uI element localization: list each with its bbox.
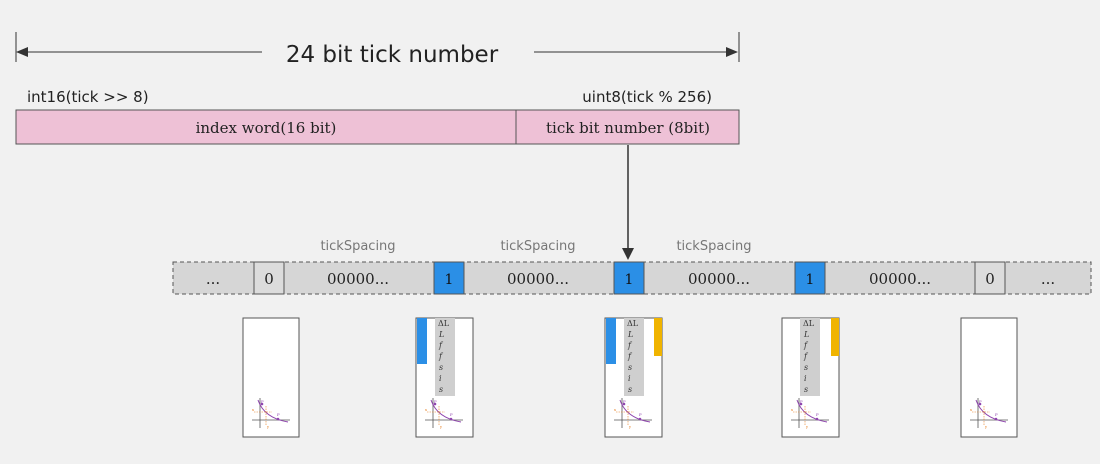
bitmap-run-4: 00000... [869,270,931,288]
tick-bit-label: tick bit number (8bit) [546,119,710,137]
tick-bit-field [515,109,740,145]
tick-card-3 [604,317,663,438]
header-title: 24 bit tick number [286,42,499,68]
right-formula: uint8(tick % 256) [582,88,712,106]
tick-card-4-params [800,318,820,396]
tick-card-3-yellow-bar [654,318,662,356]
left-formula: int16(tick >> 8) [27,88,149,106]
bitmap-bit-1-a-label: 1 [445,272,454,288]
tick-card-1 [242,317,300,438]
bitmap-run-3: 00000... [688,270,750,288]
pointer-arrowhead [622,248,634,260]
tick-card-3-blue-bar [606,318,616,364]
spacing-label-3: tickSpacing [676,239,751,254]
bitmap-run-1: 00000... [327,270,389,288]
bitmap-cell-ellipsis-right: ... [1041,270,1055,288]
tick-card-2 [415,317,474,438]
index-word-label: index word(16 bit) [196,119,337,137]
tick-card-4 [781,317,840,438]
bitmap-bit-1-c-label: 1 [806,272,815,288]
tick-card-4-yellow-bar [831,318,839,356]
tick-card-3-params [624,318,644,396]
spacing-label-1: tickSpacing [320,239,395,254]
spacing-label-2: tickSpacing [500,239,575,254]
bitmap-bit-0-right-label: 0 [985,270,995,288]
tick-card-2-blue-bar [417,318,427,364]
bitmap-run-2: 00000... [507,270,569,288]
index-word-field [15,109,517,145]
bitmap-bit-1-a [433,261,465,295]
bitmap-bit-1-c [794,261,826,295]
bitmap-bit-0-left-label: 0 [264,270,274,288]
tick-card-5 [960,317,1018,438]
bitmap-bit-0-right [974,261,1006,295]
bitmap-cell-ellipsis-left: ... [206,270,220,288]
tick-card-2-params [435,318,455,396]
bitmap-bit-0-left [253,261,285,295]
bitmap-bit-1-b-label: 1 [625,272,634,288]
bitmap-bit-1-b [613,261,645,295]
